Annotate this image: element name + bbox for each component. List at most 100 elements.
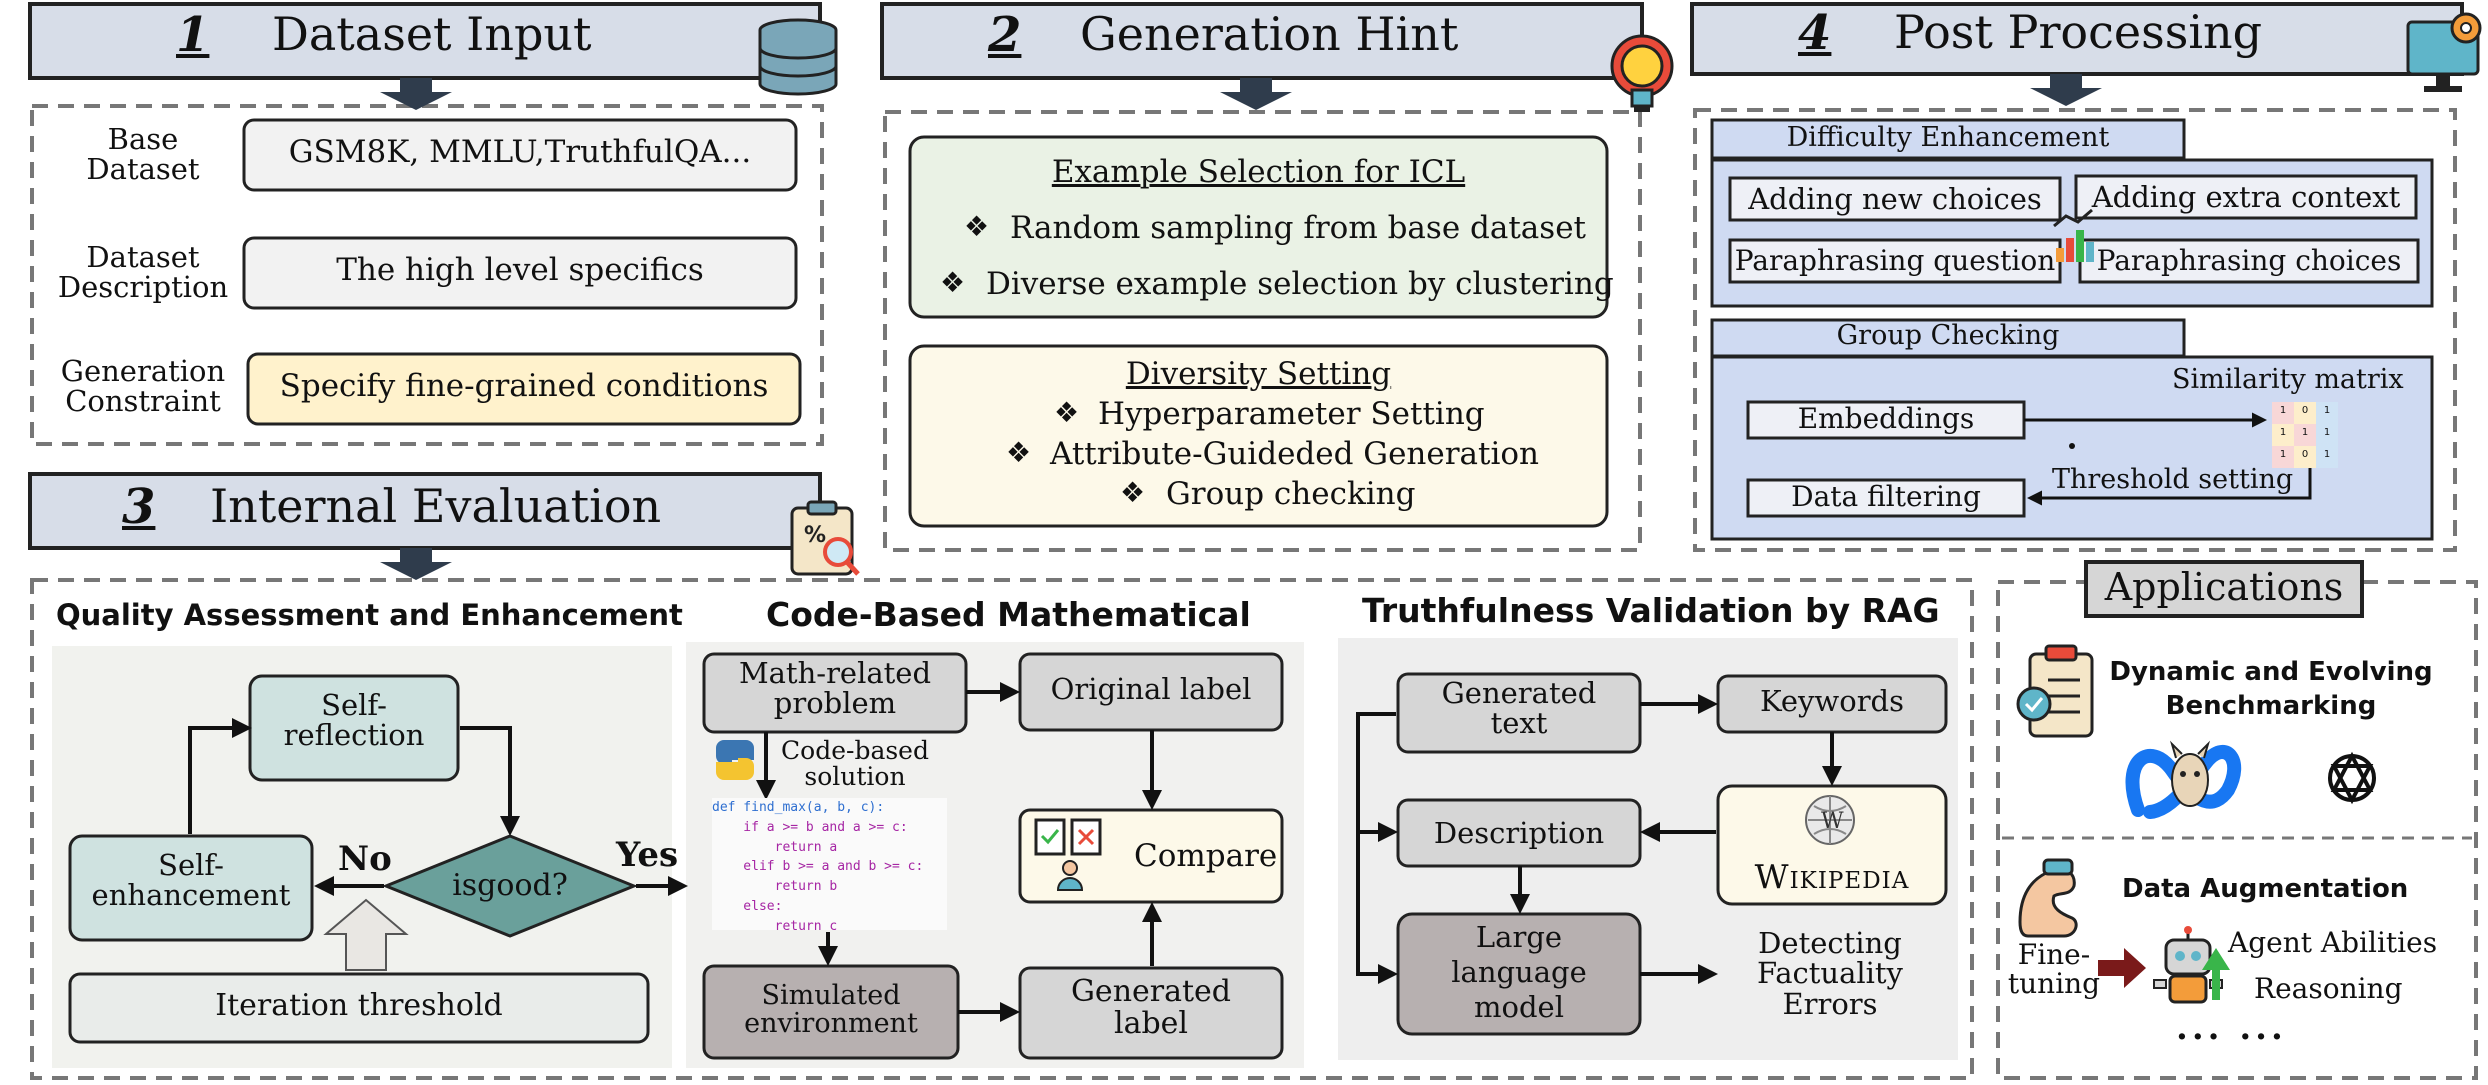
compare-documents-icon (1034, 818, 1102, 891)
panel2-number: 2 (988, 7, 1022, 63)
generation-constraint-label: Generation Constraint (60, 354, 226, 419)
diversity-bullet-2: ❖ (1006, 436, 1032, 469)
example-bullet-2: ❖ (940, 266, 966, 299)
quality-title: Quality Assessment and Enhancement (56, 598, 683, 632)
panel1-title: Dataset Input (272, 7, 592, 61)
generation-constraint-value: Specify fine-grained conditions (279, 368, 769, 404)
wikipedia-globe-icon: W (1805, 795, 1855, 845)
python-logo-icon (716, 740, 754, 780)
threshold-setting-label: Threshold setting (2052, 464, 2294, 495)
diversity-item-3: Group checking (1166, 476, 1416, 512)
code-title: Code-Based Mathematical (766, 595, 1251, 634)
detecting-errors-label: Detecting Factuality Errors (1757, 926, 1903, 1021)
post-processing-frame (1693, 108, 2457, 552)
difficulty-item-4: Paraphrasing choices (2096, 244, 2402, 277)
code-line-5: return b (712, 879, 838, 895)
monitor-gear-icon (2406, 12, 2482, 92)
generation-hint-frame (883, 110, 1642, 552)
base-dataset-label: Base Dataset (86, 122, 200, 187)
compare-box: Compare (1134, 838, 1278, 874)
panel4-number: 4 (1798, 5, 1832, 61)
fine-tuning-arrow (2098, 948, 2146, 988)
matrix-cell-3: 1 (2323, 405, 2331, 416)
matrix-cell-4: 1 (2279, 427, 2287, 438)
example-bullet-1: ❖ (964, 210, 990, 243)
header-bar-1 (28, 2, 822, 80)
dynamic-benchmarking-label: Dynamic and Evolving Benchmarking (2109, 657, 2433, 721)
dataset-description-value: The high level specifics (336, 252, 704, 288)
similarity-matrix-label: Similarity matrix (2172, 364, 2404, 395)
matrix-cell-9: 1 (2323, 449, 2331, 460)
fine-tuning-label: Fine- tuning (2007, 938, 2101, 1001)
code-line-7: return c (712, 918, 838, 934)
python-code-snippet: def find_max(a, b, c): if a >= b and a >… (712, 798, 947, 934)
lightbulb-gear-icon (1610, 34, 1674, 112)
iteration-threshold-box: Iteration threshold (215, 988, 503, 1023)
panel3-title: Internal Evaluation (210, 479, 662, 533)
difficulty-item-1: Adding new choices (1748, 182, 2042, 216)
database-icon (758, 18, 838, 96)
self-reflection-box: Self- reflection (283, 688, 425, 753)
applications-title: Applications (2104, 565, 2344, 609)
self-enhancement-box: Self- enhancement (91, 848, 291, 913)
matrix-cell-2: 0 (2301, 405, 2309, 416)
matrix-cell-6: 1 (2323, 427, 2331, 438)
base-dataset-value: GSM8K, MMLU,TruthfulQA... (288, 134, 752, 170)
difficulty-enhancement-title: Difficulty Enhancement (1786, 122, 2110, 153)
panel2-title: Generation Hint (1080, 7, 1459, 61)
panel4-title: Post Processing (1894, 5, 2263, 59)
more-applications-ellipsis: ··· ··· (2176, 1017, 2287, 1057)
truthfulness-title: Truthfulness Validation by RAG (1362, 591, 1940, 630)
wikipedia-wordmark: Wikipedia (1754, 857, 1910, 896)
bar-chart-icon (2053, 208, 2094, 262)
openai-logo-icon (2328, 751, 2376, 805)
data-augmentation-label: Data Augmentation (2122, 874, 2409, 904)
diversity-bullet-1: ❖ (1054, 396, 1080, 429)
original-label-box: Original label (1050, 672, 1252, 706)
simulated-environment-box: Simulated environment (744, 980, 918, 1040)
keywords-box: Keywords (1759, 684, 1905, 718)
diversity-item-1: Hyperparameter Setting (1098, 396, 1485, 432)
matrix-cell-7: 1 (2279, 449, 2287, 460)
header-arrow-4 (2030, 74, 2102, 106)
header-arrow-3 (380, 548, 452, 580)
diversity-item-2: Attribute-Guideded Generation (1050, 436, 1540, 472)
dataset-description-label: Dataset Description (57, 240, 229, 305)
generated-text-box: Generated text (1441, 676, 1597, 741)
code-line-2: if a >= b and a >= c: (712, 819, 908, 835)
clipboard-gear-icon (2016, 644, 2094, 738)
example-item-2: Diverse example selection by clustering (986, 266, 1614, 302)
growth-arrow-icon (2202, 948, 2230, 1000)
flexed-arm-icon (2018, 858, 2078, 938)
group-checking-title: Group Checking (1836, 320, 2060, 351)
matrix-cell-1: 1 (2279, 405, 2287, 416)
reasoning-label: Reasoning (2254, 972, 2403, 1005)
agent-abilities-label: Agent Abilities (2228, 926, 2438, 959)
code-line-1: def find_max(a, b, c): (712, 800, 885, 815)
generated-label-box: Generated label (1070, 974, 1232, 1041)
difficulty-item-3: Paraphrasing question (1734, 244, 2056, 277)
panel3-number: 3 (122, 479, 156, 535)
code-line-6: else: (712, 898, 783, 914)
svg-text:W: W (1821, 809, 1844, 834)
llama-icon (2169, 740, 2211, 807)
embeddings-box: Embeddings (1797, 402, 1975, 435)
header-arrow-1 (380, 78, 452, 110)
header-arrow-2 (1220, 78, 1292, 110)
diversity-setting-title: Diversity Setting (1125, 356, 1392, 392)
internal-evaluation-frame (30, 578, 1974, 1080)
dataset-input-frame (30, 104, 824, 446)
llm-box: Large language model (1451, 920, 1587, 1024)
panel1-number: 1 (176, 7, 210, 63)
difficulty-item-2: Adding extra context (2091, 180, 2401, 214)
data-filtering-box: Data filtering (1791, 480, 1981, 513)
similarity-matrix-grid (2272, 402, 2338, 468)
matrix-cell-5: 1 (2301, 427, 2309, 438)
code-line-3: return a (712, 839, 838, 855)
math-problem-box: Math-related problem (738, 656, 932, 721)
example-item-1: Random sampling from base dataset (1010, 210, 1586, 246)
description-box: Description (1433, 816, 1605, 850)
matrix-cell-8: 0 (2301, 449, 2309, 460)
